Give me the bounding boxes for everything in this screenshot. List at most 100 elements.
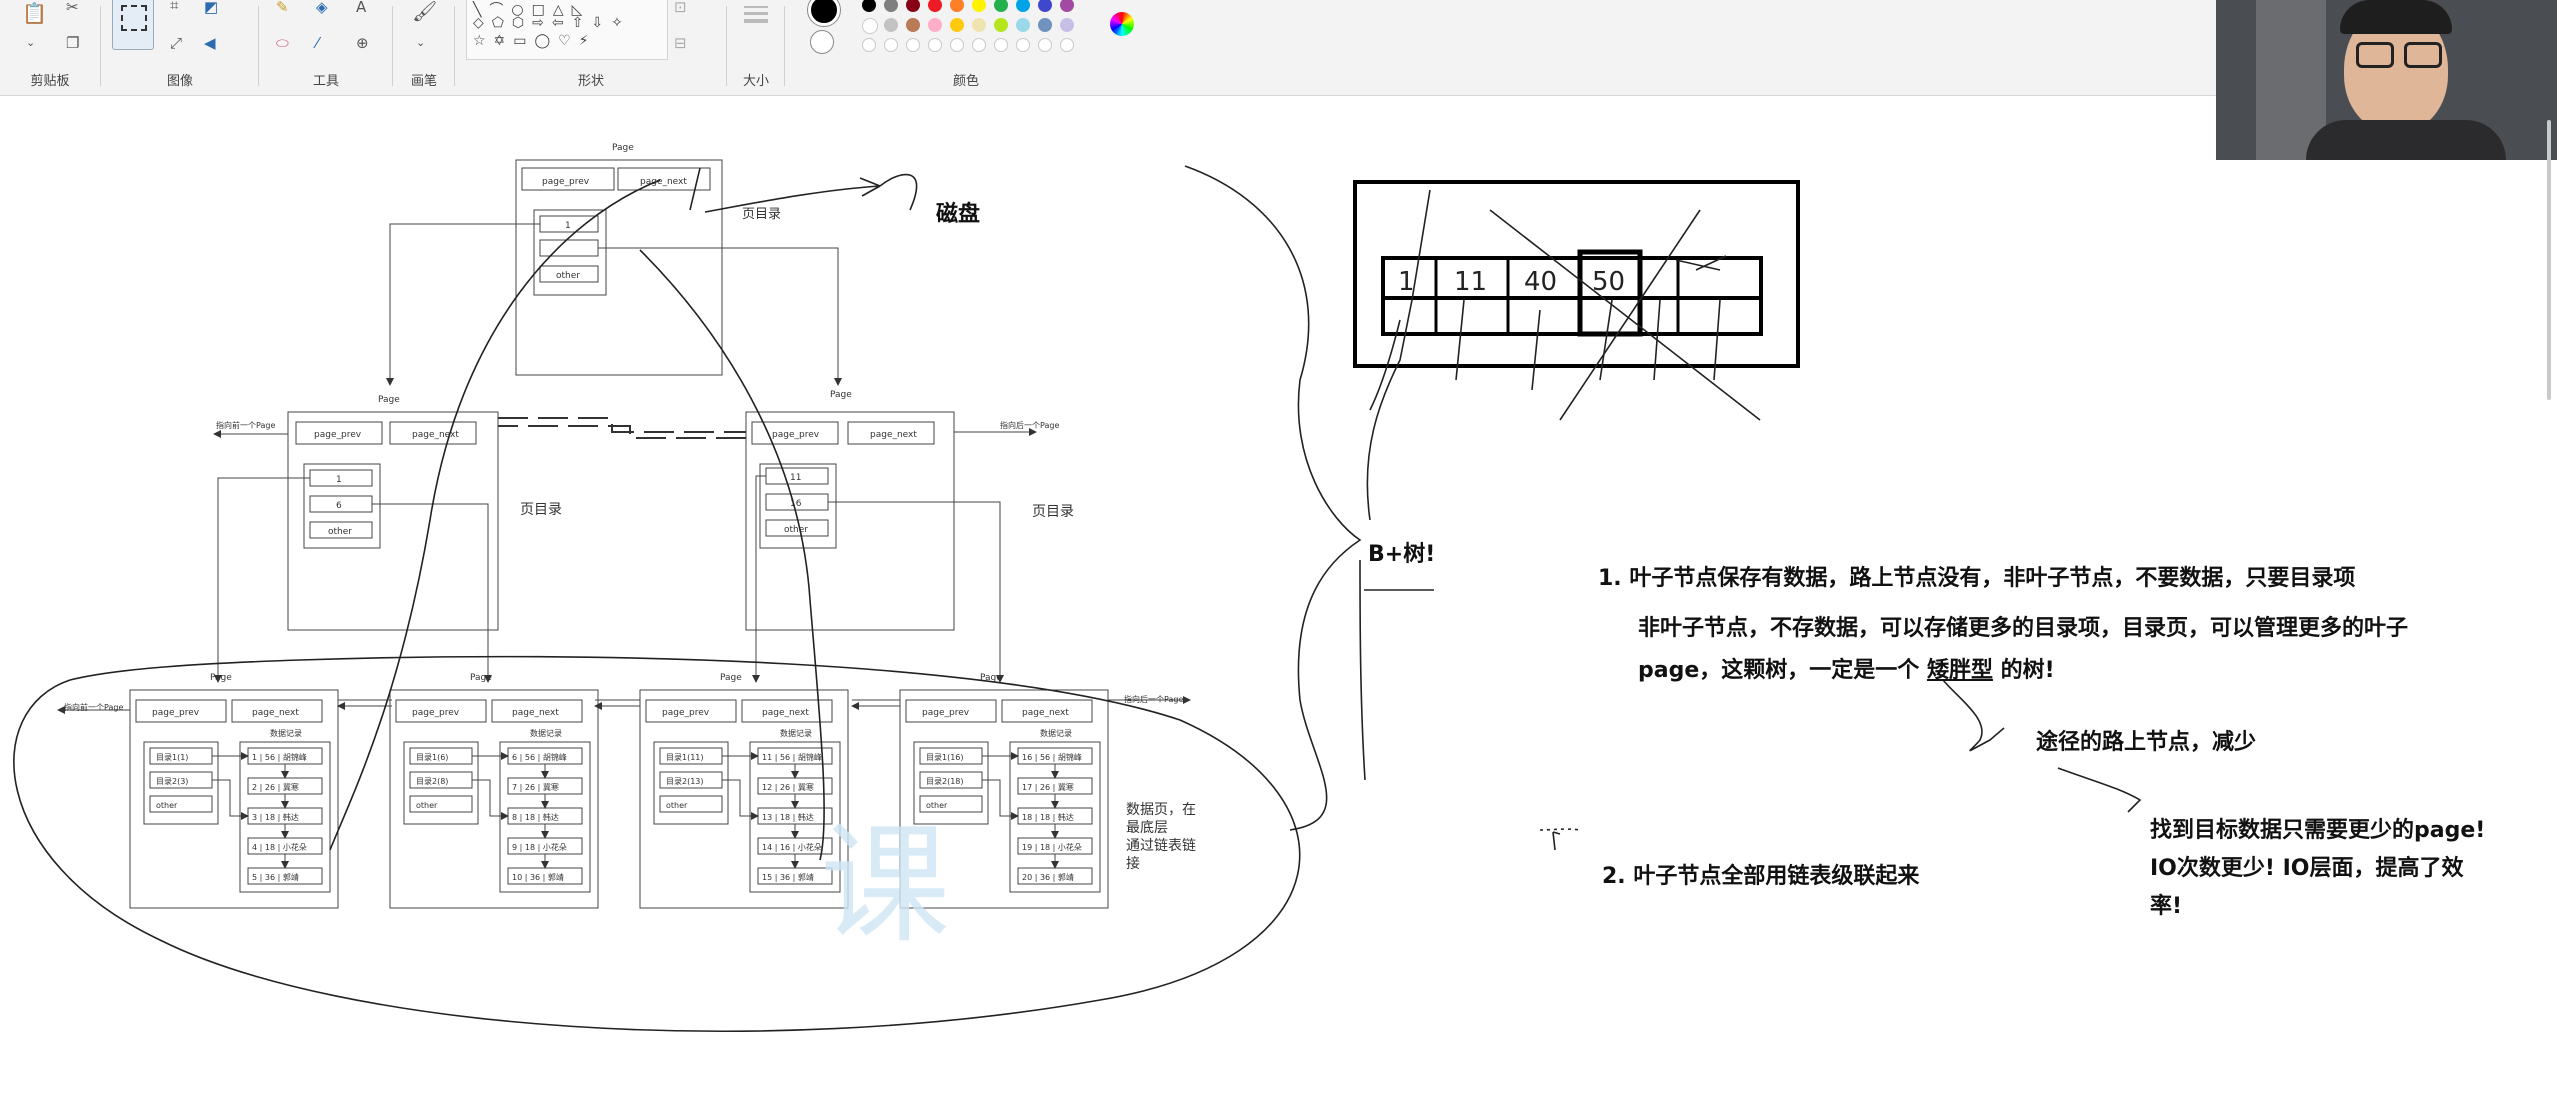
color-swatch[interactable] (928, 18, 942, 32)
shapes-gallery[interactable]: ╲⌒○□△◺ ◇⬠⬡⇨⇦⇧⇩✧ ☆✡▭◯♡⚡ (466, 0, 668, 60)
disk-label: 磁盘 (936, 202, 981, 227)
custom-color-swatch[interactable] (950, 38, 964, 52)
drawing-canvas[interactable]: Page page_prev page_next 1 other 页目录 Pag… (0, 96, 2557, 1120)
color-swatch[interactable] (972, 18, 986, 32)
page-title: Page (378, 395, 400, 405)
custom-color-swatch[interactable] (862, 38, 876, 52)
crop-icon[interactable]: ⌗ (170, 0, 179, 14)
custom-color-swatch[interactable] (1016, 38, 1030, 52)
color-swatch[interactable] (1038, 0, 1052, 12)
page-next-label: page_next (870, 430, 917, 440)
color-swatch[interactable] (1060, 18, 1074, 32)
size-line (744, 19, 768, 23)
leaf-text: 16 | 56 | 胡锦峰 (1022, 752, 1082, 762)
color-swatch[interactable] (950, 18, 964, 32)
vertical-scrollbar[interactable] (2547, 120, 2551, 400)
ribbon-toolbar: 📋 ✂ ❐ ⌄ 剪贴板 ⌗ ⤢ ◩ ◀ 图像 ✎ ◈ A ⬭ ⁄ ⊕ 工具 🖌 … (0, 0, 2557, 96)
dir-item: 11 (790, 473, 801, 483)
page-next-label: page_next (412, 430, 459, 440)
pencil-icon[interactable]: ✎ (276, 0, 289, 16)
eraser-icon[interactable]: ⬭ (276, 34, 289, 52)
leaf-text: Page (470, 673, 492, 683)
leaf-text: 目录1(6) (416, 753, 448, 762)
leaf-text: 13 | 18 | 韩达 (762, 812, 814, 822)
cut-icon[interactable]: ✂ (66, 0, 79, 16)
shapes-row-3[interactable]: ☆✡▭◯♡⚡ (473, 33, 597, 49)
custom-color-swatch[interactable] (1038, 38, 1052, 52)
color-swatch[interactable] (994, 18, 1008, 32)
custom-color-swatch[interactable] (1060, 38, 1074, 52)
flip-icon[interactable]: ◀ (204, 34, 216, 52)
color-swatch[interactable] (928, 0, 942, 12)
sketch-table: 1 11 40 50 (1353, 180, 1800, 521)
shapes-row-2[interactable]: ◇⬠⬡⇨⇦⇧⇩✧ (473, 15, 631, 31)
leaf-text: other (666, 801, 688, 810)
dir-item: other (556, 271, 580, 281)
select-button[interactable] (112, 0, 154, 50)
color-swatch[interactable] (862, 18, 878, 34)
leaf-text: 2 | 26 | 冀寒 (252, 782, 299, 792)
color-swatch[interactable] (906, 0, 920, 12)
image-label: 图像 (166, 74, 193, 89)
color-swatch[interactable] (884, 0, 898, 12)
magnifier-icon[interactable]: ⊕ (356, 34, 369, 52)
custom-color-swatch[interactable] (972, 38, 986, 52)
custom-color-swatch[interactable] (928, 38, 942, 52)
color-swatch[interactable] (1016, 0, 1030, 12)
custom-color-swatch[interactable] (884, 38, 898, 52)
color-swatch[interactable] (972, 0, 986, 12)
outline-icon[interactable]: ⊡ (674, 0, 687, 16)
color-swatch[interactable] (884, 18, 898, 32)
color-swatch[interactable] (994, 0, 1008, 12)
leaf-text: 5 | 36 | 郭靖 (252, 872, 299, 882)
paste-dropdown-icon[interactable]: ⌄ (26, 36, 36, 49)
dir-item: 1 (565, 221, 571, 231)
fill-shape-icon[interactable]: ⊟ (674, 34, 687, 52)
fewer-pages-line1: 找到目标数据只需要更少的page! (2150, 818, 2486, 843)
resize-icon[interactable]: ⤢ (170, 34, 183, 52)
shapes-row-1[interactable]: ╲⌒○□△◺ (473, 2, 591, 18)
prev-arrow-label: 指向前一个Page (64, 702, 123, 712)
color-swatch[interactable] (906, 18, 920, 32)
dir-item: 16 (790, 499, 802, 509)
point-1: 1. 叶子节点保存有数据，路上节点没有，非叶子节点，不要数据，只要目录项 (1598, 566, 2356, 591)
brush-icon[interactable]: 🖌 (412, 0, 438, 23)
fewer-pages-line3: 率! (2150, 894, 2183, 919)
color-swatch[interactable] (1016, 18, 1030, 32)
leaf-text: Page (980, 673, 1002, 683)
color-swatch[interactable] (950, 0, 964, 12)
fewer-pages-line2: IO次数更少! IO层面，提高了效 (2150, 856, 2464, 881)
dir-label: 页目录 (1032, 504, 1074, 520)
color-picker-icon[interactable]: ⁄ (316, 34, 319, 52)
leaf-text: 19 | 18 | 小花朵 (1022, 842, 1082, 852)
divider (100, 6, 101, 86)
color1-swatch[interactable] (808, 0, 840, 26)
svg-text:最底层: 最底层 (1126, 820, 1168, 836)
sketch-cell: 50 (1592, 267, 1625, 297)
copy-icon[interactable]: ❐ (66, 34, 80, 52)
brush-dropdown-icon[interactable]: ⌄ (416, 36, 426, 49)
custom-color-swatch[interactable] (994, 38, 1008, 52)
color-swatch[interactable] (1060, 0, 1074, 12)
leaf-text: page_prev (152, 708, 200, 718)
edit-colors-icon[interactable] (1110, 12, 1134, 36)
color2-swatch[interactable] (810, 30, 834, 54)
size-icon[interactable] (744, 6, 768, 8)
next-arrow-label: 指向后一个Page (1000, 420, 1059, 430)
tools-label: 工具 (312, 74, 339, 89)
svg-text:接: 接 (1126, 855, 1140, 872)
mid-link (498, 417, 746, 439)
custom-color-swatch[interactable] (906, 38, 920, 52)
color-swatch[interactable] (1038, 18, 1052, 32)
fill-icon[interactable]: ◈ (316, 0, 328, 16)
color-swatch[interactable] (862, 0, 876, 12)
point-2: 2. 叶子节点全部用链表级联起来 (1602, 864, 1920, 889)
leaf-text: page_prev (922, 708, 970, 718)
leaf-text: 15 | 36 | 郭靖 (762, 872, 814, 882)
text-icon[interactable]: A (356, 0, 367, 16)
paste-icon[interactable]: 📋 (22, 1, 47, 25)
point-1-sub-line1: 非叶子节点，不存数据，可以存储更多的目录项，目录页，可以管理更多的叶子 (1638, 616, 2409, 641)
rotate-icon[interactable]: ◩ (204, 0, 219, 16)
